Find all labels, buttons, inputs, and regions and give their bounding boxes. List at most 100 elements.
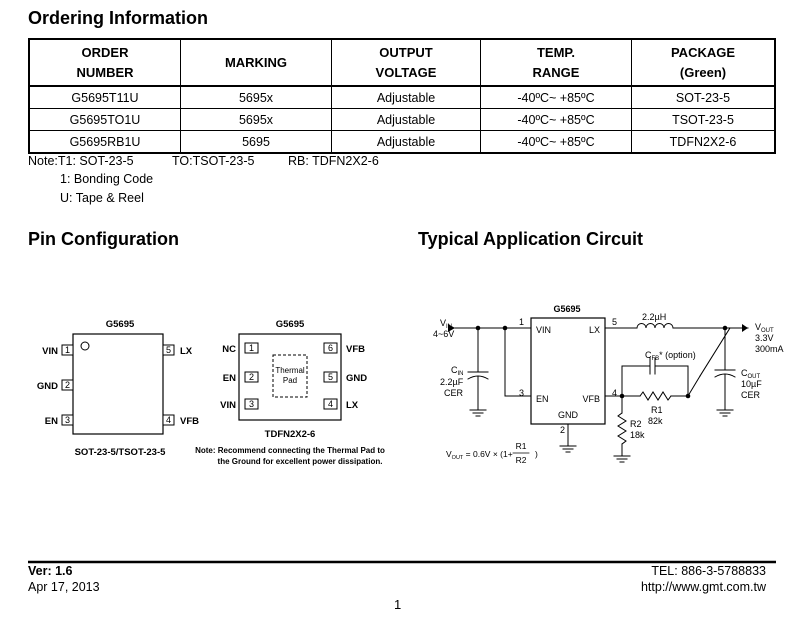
tdfn-pin-2-name: EN — [223, 373, 236, 384]
sot-pin-2 — [61, 379, 74, 391]
r2-value: 18k — [630, 430, 645, 440]
page-number: 1 — [394, 597, 402, 612]
sot-pin-2-name: GND — [37, 381, 58, 392]
sot-pin-5-name: LX — [180, 346, 193, 357]
note-line-1a: Note:T1: SOT-23-5 — [28, 154, 134, 168]
pin-num-1: 1 — [519, 317, 524, 327]
formula-vout: V — [446, 449, 452, 459]
ic-pin-vfb: VFB — [582, 394, 600, 404]
ic-pin-vin: VIN — [536, 325, 551, 335]
cell-order-number: G5695RB1U — [28, 130, 181, 154]
cout-label-sub: OUT — [748, 374, 761, 380]
sot-pin-3-num: 3 — [65, 415, 70, 425]
cin-value: 2.2µF — [440, 377, 464, 387]
sot-pin-4-num: 4 — [166, 415, 171, 425]
footer-version: Ver: 1.6 — [28, 564, 73, 578]
thermal-pad — [272, 354, 308, 398]
footer-url[interactable]: http://www.gmt.com.tw — [640, 580, 766, 594]
cout-label: C — [741, 368, 748, 378]
tdfn-pin-1 — [244, 342, 259, 354]
sot-pin-2-num: 2 — [65, 380, 70, 390]
svg-text:VOUT: VOUT — [755, 322, 774, 334]
ordering-title: Ordering Information — [28, 8, 208, 28]
cell-package: TDFN2X2-6 — [631, 130, 776, 154]
ic-name: G5695 — [553, 304, 580, 314]
footer-tel: TEL: 886-3-5788833 — [651, 564, 766, 578]
tdfn-pin-4 — [323, 398, 338, 410]
tdfn-pin-6 — [323, 342, 338, 354]
tdfn-part-name: G5695 — [276, 319, 305, 330]
svg-text:COUT: COUT — [741, 368, 761, 380]
tdfn-note-2: the Ground for excellent power dissipati… — [218, 457, 383, 466]
cout-value: 10µF — [741, 379, 762, 389]
vout-voltage: 3.3V — [755, 333, 774, 343]
pin1-marker-icon — [80, 341, 90, 351]
application-circuit: G5695 VIN LX EN VFB GND 1 5 3 4 2 — [433, 304, 784, 465]
sot-pin-1-num: 1 — [65, 345, 70, 355]
tdfn-pin-4-num: 4 — [328, 399, 333, 409]
cell-output-voltage: Adjustable — [331, 108, 481, 131]
pin-num-2: 2 — [560, 425, 565, 435]
cin-label-sub: IN — [458, 371, 464, 377]
note-line-1b: TO:TSOT-23-5 — [172, 154, 255, 168]
tdfn-caption: TDFN2X2-6 — [265, 429, 316, 440]
vin-range: 4~6V — [433, 329, 454, 339]
vout-label: V — [755, 322, 761, 332]
svg-text:VIN: VIN — [440, 318, 452, 330]
svg-text:CIN: CIN — [451, 365, 464, 377]
tdfn-pin-5-name: GND — [346, 373, 367, 384]
thermal-pad-label-1: Thermal — [275, 366, 305, 375]
tdfn-pin-1-name: NC — [222, 344, 236, 355]
cin-type: CER — [444, 388, 464, 398]
tdfn-package-diagram: G5695 Thermal Pad 1 NC 2 EN 3 VIN 4 LX 5… — [195, 319, 385, 466]
sot-pin-4 — [162, 414, 175, 426]
col-package: PACKAGE(Green) — [631, 38, 776, 87]
r1-value: 82k — [648, 416, 663, 426]
tdfn-pin-3-name: VIN — [220, 400, 236, 411]
junction-dots — [475, 325, 728, 399]
vin-label: V — [440, 318, 446, 328]
sot-pin-3 — [61, 414, 74, 426]
thermal-pad-label-2: Pad — [283, 376, 297, 385]
cff-option: * (option) — [659, 350, 696, 360]
cell-order-number: G5695TO1U — [28, 108, 181, 131]
sot-pin-3-name: EN — [45, 416, 58, 427]
table-row: G5695RB1U 5695 Adjustable -40ºC~ +85ºC T… — [28, 130, 776, 154]
formula-expression: = 0.6V × (1+ — [463, 449, 512, 459]
table-row: G5695TO1U 5695x Adjustable -40ºC~ +85ºC … — [28, 108, 776, 131]
sot-pin-4-name: VFB — [180, 416, 199, 427]
cff-label: C — [645, 350, 652, 360]
ic-body — [530, 317, 606, 425]
note-line-1c: RB: TDFN2X2-6 — [288, 154, 379, 168]
cell-marking: 5695x — [180, 108, 332, 131]
inductor-value: 2.2µH — [642, 312, 666, 322]
ic-pin-gnd: GND — [558, 410, 579, 420]
tdfn-pin-3-num: 3 — [249, 399, 254, 409]
vout-label-sub: OUT — [761, 328, 774, 334]
cell-output-voltage: Adjustable — [331, 85, 481, 109]
sot-pin-1 — [61, 344, 74, 356]
tdfn-pin-1-num: 1 — [249, 343, 254, 353]
r1-name: R1 — [651, 405, 663, 415]
formula-close: ) — [535, 449, 538, 459]
tdfn-pin-6-num: 6 — [328, 343, 333, 353]
tdfn-pin-2-num: 2 — [249, 372, 254, 382]
col-temp-range: TEMP.RANGE — [480, 38, 632, 87]
formula-vout-sub: OUT — [452, 455, 464, 461]
cell-output-voltage: Adjustable — [331, 130, 481, 154]
cff-label-sub: FB — [652, 356, 660, 362]
ic-pin-lx: LX — [589, 325, 600, 335]
formula-numerator: R1 — [516, 441, 527, 451]
footer-date: Apr 17, 2013 — [28, 580, 100, 594]
sot-caption: SOT-23-5/TSOT-23-5 — [75, 447, 167, 458]
vin-arrow-icon — [448, 324, 455, 332]
pin-num-3: 3 — [519, 388, 524, 398]
svg-text:CFB* (option): CFB* (option) — [645, 350, 696, 362]
sot-body — [72, 333, 164, 435]
r2-name: R2 — [630, 419, 642, 429]
cin-label: C — [451, 365, 458, 375]
cell-temp-range: -40ºC~ +85ºC — [480, 108, 632, 131]
tdfn-pin-5 — [323, 371, 338, 383]
